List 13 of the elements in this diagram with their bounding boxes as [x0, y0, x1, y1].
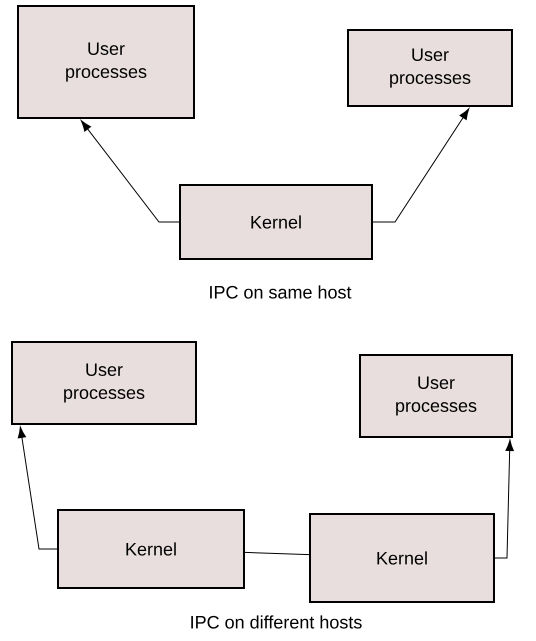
- arrow: [80, 120, 180, 222]
- process-box: User processes: [11, 341, 197, 425]
- process-box: User processes: [347, 29, 513, 107]
- caption: IPC on different hosts: [191, 615, 362, 629]
- arrow: [18, 426, 58, 550]
- kernel-box: Kernel: [179, 184, 373, 260]
- caption: IPC on same host: [210, 285, 352, 299]
- process-box: User processes: [17, 5, 195, 119]
- kernel-box: Kernel: [309, 513, 495, 603]
- arrow: [372, 108, 470, 222]
- arrow: [494, 440, 514, 558]
- kernel-box: Kernel: [57, 509, 245, 589]
- process-box: User processes: [359, 354, 513, 438]
